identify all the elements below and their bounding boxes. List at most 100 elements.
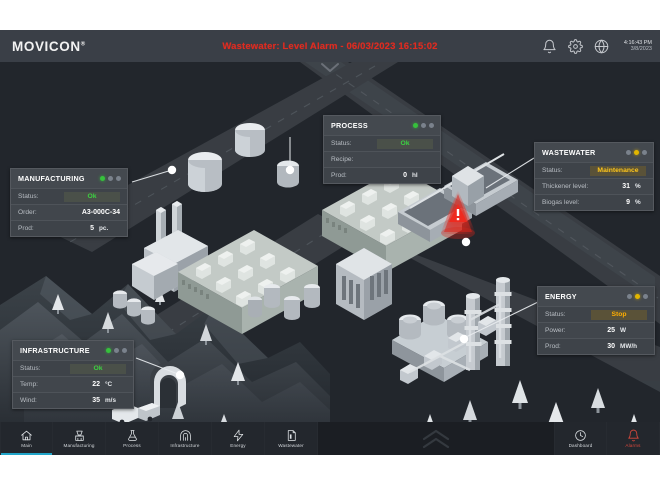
row-unit: % — [635, 183, 641, 190]
home-icon — [20, 429, 33, 442]
status-badge: Ok — [64, 191, 120, 202]
nav-item-infrastructure[interactable]: Infrastructure — [159, 422, 212, 455]
row-label: Prod: — [18, 225, 34, 232]
status-leds — [627, 294, 648, 299]
bolt-icon — [232, 429, 245, 442]
row-value: 22 — [92, 381, 100, 388]
status-leds — [100, 176, 121, 181]
panel-header-manufacturing: MANUFACTURING — [11, 169, 127, 188]
header-date: 3/8/2023 — [630, 46, 652, 52]
row-unit: % — [635, 199, 641, 206]
table-row: Power: 25 W — [538, 322, 654, 338]
table-row: Temp: 22 °C — [13, 376, 133, 392]
nav-label: Energy — [230, 443, 246, 448]
panel-manufacturing[interactable]: MANUFACTURING Status: Ok Order: A3-000C-… — [10, 168, 128, 237]
table-row: Status: Ok — [324, 135, 440, 151]
status-badge: Ok — [377, 138, 433, 149]
panel-infrastructure[interactable]: INFRASTRUCTURE Status: Ok Temp: 22 °C Wi… — [12, 340, 134, 409]
row-label: Prod: — [331, 172, 347, 179]
table-row: Prod: 30 MW/h — [538, 338, 654, 354]
flask-icon — [126, 429, 139, 442]
led-indicator — [114, 348, 119, 353]
nav-label: Main — [21, 443, 32, 448]
table-row: Prod: 0 hl — [324, 167, 440, 183]
row-unit: hl — [412, 172, 418, 179]
nav-item-manufacturing[interactable]: Manufacturing — [53, 422, 106, 455]
panel-title: PROCESS — [331, 121, 368, 130]
led-indicator — [122, 348, 127, 353]
double-chevron-up-icon[interactable] — [318, 422, 554, 455]
nav-item-process[interactable]: Process — [106, 422, 159, 455]
row-label: Thickener level: — [542, 183, 589, 190]
logo-text: MOVICON — [12, 38, 81, 54]
row-label: Status: — [542, 167, 563, 174]
led-indicator — [626, 150, 631, 155]
panel-wastewater[interactable]: WASTEWATER Status: Maintenance Thickener… — [534, 142, 654, 211]
bell-icon[interactable] — [542, 39, 557, 54]
row-label: Recipe: — [331, 156, 354, 163]
table-row: Biogas level: 9 % — [535, 194, 653, 210]
row-value: 31 — [622, 183, 630, 190]
row-unit: W — [620, 327, 627, 334]
led-indicator — [643, 294, 648, 299]
row-label: Status: — [331, 140, 352, 147]
status-leds — [413, 123, 434, 128]
panel-energy[interactable]: ENERGY Status: Stop Power: 25 W Prod: 30… — [537, 286, 655, 355]
row-label: Wind: — [20, 397, 37, 404]
movicon-logo: MOVICON® — [12, 39, 86, 54]
header-right-controls: 4:16:43 PM 3/8/2023 — [542, 30, 652, 62]
row-unit: MW/h — [620, 343, 638, 350]
nav-item-wastewater[interactable]: Wastewater — [265, 422, 318, 455]
nav-label: Manufacturing — [63, 443, 95, 448]
row-value: 9 — [626, 199, 630, 206]
row-unit: pc. — [99, 225, 109, 232]
app-header: MOVICON® Wastewater: Level Alarm - 06/03… — [0, 30, 660, 62]
nav-label: Alarms — [625, 443, 641, 448]
led-indicator — [635, 294, 640, 299]
row-unit: °C — [105, 381, 113, 388]
panel-header-energy: ENERGY — [538, 287, 654, 306]
header-clock: 4:16:43 PM 3/8/2023 — [624, 40, 652, 53]
alarm-banner-text: Wastewater: Level Alarm - 06/03/2023 16:… — [222, 40, 438, 52]
chevron-down-icon[interactable] — [317, 61, 343, 75]
table-row: Status: Ok — [11, 188, 127, 204]
panel-header-process: PROCESS — [324, 116, 440, 135]
led-indicator — [429, 123, 434, 128]
led-indicator — [100, 176, 105, 181]
table-row: Status: Ok — [13, 360, 133, 376]
nav-label: Infrastructure — [170, 443, 200, 448]
panel-title: WASTEWATER — [542, 148, 596, 157]
header-time: 4:16:43 PM — [623, 39, 652, 46]
led-indicator — [108, 176, 113, 181]
bottom-navigation-bar: Main Manufacturing Process — [0, 422, 660, 455]
nav-item-main[interactable]: Main — [0, 422, 53, 455]
status-leds — [106, 348, 127, 353]
panel-title: INFRASTRUCTURE — [20, 346, 90, 355]
clock-icon — [574, 429, 587, 442]
panel-title: MANUFACTURING — [18, 174, 85, 183]
globe-icon[interactable] — [594, 39, 609, 54]
table-row: Order: A3-000C-34 — [11, 204, 127, 220]
status-badge: Maintenance — [590, 165, 646, 176]
table-row: Status: Maintenance — [535, 162, 653, 178]
status-badge: Ok — [70, 363, 126, 374]
tunnel-icon — [179, 429, 192, 442]
nav-right-group: Dashboard Alarms — [554, 422, 660, 455]
nav-label: Process — [123, 443, 141, 448]
led-indicator — [116, 176, 121, 181]
nav-item-energy[interactable]: Energy — [212, 422, 265, 455]
nav-item-dashboard[interactable]: Dashboard — [554, 422, 607, 455]
panel-process[interactable]: PROCESS Status: Ok Recipe: Prod: 0 hl — [323, 115, 441, 184]
panel-header-wastewater: WASTEWATER — [535, 143, 653, 162]
led-indicator — [106, 348, 111, 353]
factory-icon — [73, 429, 86, 442]
logo-trademark: ® — [80, 41, 86, 47]
gear-icon[interactable] — [568, 38, 583, 54]
row-label: Status: — [18, 193, 39, 200]
row-value: 25 — [607, 327, 615, 334]
row-label: Power: — [545, 327, 566, 334]
panel-title: ENERGY — [545, 292, 577, 301]
nav-item-alarms[interactable]: Alarms — [607, 422, 660, 455]
status-badge: Stop — [591, 309, 647, 320]
led-indicator — [642, 150, 647, 155]
